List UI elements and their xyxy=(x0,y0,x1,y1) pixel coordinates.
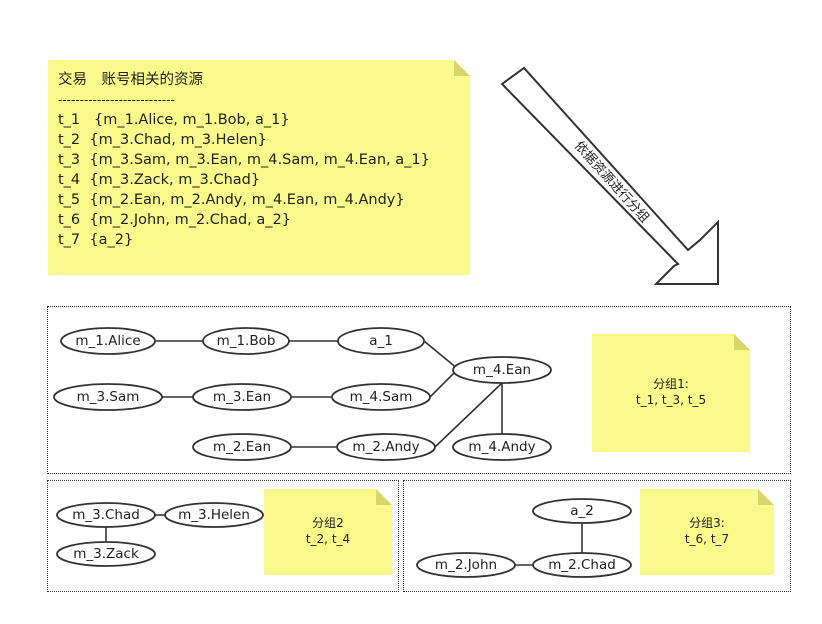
transactions-separator: --------------------------- xyxy=(58,93,175,107)
node-m4-ean xyxy=(452,356,552,384)
transaction-row: t_1 {m_1.Alice, m_1.Bob, a_1} xyxy=(58,112,290,128)
transaction-row: t_6 {m_2.John, m_2.Chad, a_2} xyxy=(58,212,291,228)
node-label: a_2 xyxy=(570,503,594,519)
arrow-label: 依据资源进行分组 xyxy=(571,139,652,226)
note-fold xyxy=(734,334,750,350)
group1-edges xyxy=(155,340,503,448)
transaction-row: t_5 {m_2.Ean, m_2.Andy, m_4.Ean, m_4.And… xyxy=(58,192,405,208)
group2-edges xyxy=(105,514,165,542)
group2-panel xyxy=(47,480,399,592)
node-label: m_2.Chad xyxy=(548,557,616,573)
node-m4-andy xyxy=(452,433,552,461)
node-m2-john xyxy=(416,552,516,578)
node-m2-andy xyxy=(336,433,436,461)
node-label: m_3.Ean xyxy=(213,389,271,405)
node-m1-bob xyxy=(202,327,290,355)
group1-title: 分组1: xyxy=(653,377,689,391)
note-fold xyxy=(758,489,774,505)
node-label: m_3.Chad xyxy=(72,507,140,523)
node-label: a_1 xyxy=(369,333,393,349)
group2-title: 分组2 xyxy=(312,516,344,530)
node-label: m_4.Ean xyxy=(473,362,531,378)
group3-panel xyxy=(403,480,791,592)
node-m1-alice xyxy=(60,327,156,355)
node-a2 xyxy=(532,498,632,524)
node-label: m_1.Bob xyxy=(217,333,276,349)
note-fold xyxy=(376,489,392,505)
node-m3-helen xyxy=(164,502,264,528)
group1-panel xyxy=(47,306,791,474)
note-fold xyxy=(454,60,470,76)
node-m3-chad xyxy=(56,502,156,528)
node-a1 xyxy=(337,327,425,355)
group3-title: 分组3: xyxy=(689,516,725,530)
big-arrow xyxy=(500,66,719,285)
node-label: m_4.Andy xyxy=(468,439,535,455)
transaction-row: t_7 {a_2} xyxy=(58,232,134,248)
node-label: m_2.John xyxy=(435,557,497,573)
node-m3-sam xyxy=(53,383,163,411)
node-label: m_3.Sam xyxy=(77,389,140,405)
group2-members: t_2, t_4 xyxy=(305,532,351,546)
group3-note: 分组3: t_6, t_7 xyxy=(640,489,774,575)
node-m3-zack xyxy=(56,541,156,567)
node-m3-ean xyxy=(192,383,292,411)
node-label: m_4.Sam xyxy=(350,389,413,405)
node-label: m_1.Alice xyxy=(75,333,140,349)
node-m2-chad xyxy=(532,552,632,578)
group1-members: t_1, t_3, t_5 xyxy=(635,393,707,407)
transactions-note: 交易 账号相关的资源 --------------------------- t… xyxy=(48,60,470,275)
transactions-header: 交易 账号相关的资源 xyxy=(58,72,203,88)
transaction-row: t_4 {m_3.Zack, m_3.Chad} xyxy=(58,172,261,188)
group1-note: 分组1: t_1, t_3, t_5 xyxy=(592,334,750,452)
group2-note: 分组2 t_2, t_4 xyxy=(264,489,392,575)
node-label: m_2.Ean xyxy=(213,439,271,455)
node-label: m_3.Helen xyxy=(178,507,250,523)
node-label: m_3.Zack xyxy=(73,546,139,562)
node-label: m_2.Andy xyxy=(352,439,419,455)
node-m2-ean xyxy=(192,433,292,461)
group3-edges xyxy=(515,523,583,566)
group3-members: t_6, t_7 xyxy=(684,532,730,546)
transaction-row: t_3 {m_3.Sam, m_3.Ean, m_4.Sam, m_4.Ean,… xyxy=(58,152,430,168)
transaction-row: t_2 {m_3.Chad, m_3.Helen} xyxy=(58,132,267,148)
node-m4-sam xyxy=(331,383,431,411)
